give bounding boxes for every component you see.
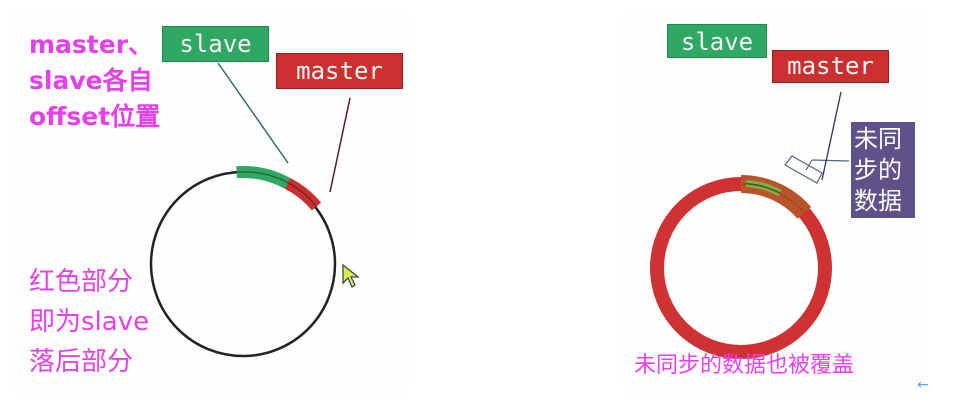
left-slave-label: slave bbox=[162, 26, 269, 62]
left-master-lag-arc bbox=[284, 178, 322, 211]
right-caption: 未同步的数据也被覆盖 bbox=[634, 353, 855, 378]
right-unsynced-label: 未同 步的 数据 bbox=[851, 122, 915, 218]
left-slave-leader bbox=[217, 62, 289, 164]
caption-line: offset位置 bbox=[29, 102, 161, 131]
left-caption-bottom: 红色部分 即为slave 落后部分 bbox=[29, 262, 149, 382]
left-master-leader bbox=[329, 97, 351, 193]
caption-line: 即为slave bbox=[29, 307, 150, 337]
unsynced-line: 未同 bbox=[854, 125, 902, 153]
mouse-pointer-icon bbox=[342, 263, 360, 288]
caption-line: master、 bbox=[29, 30, 154, 59]
right-master-leader bbox=[821, 91, 842, 181]
caption-line: 落后部分 bbox=[29, 347, 134, 377]
caption-line: 红色部分 bbox=[29, 267, 134, 297]
back-arrow-icon[interactable]: ← bbox=[917, 377, 929, 393]
left-caption-top: master、 slave各自 offset位置 bbox=[29, 27, 160, 135]
caption-line: slave各自 bbox=[29, 66, 153, 95]
right-master-label: master bbox=[772, 50, 889, 83]
right-slave-label: slave bbox=[667, 24, 767, 58]
left-master-label: master bbox=[276, 53, 403, 89]
unsynced-line: 步的 bbox=[854, 156, 902, 184]
unsynced-line: 数据 bbox=[854, 187, 902, 215]
right-unsynced-bracket bbox=[784, 155, 823, 184]
